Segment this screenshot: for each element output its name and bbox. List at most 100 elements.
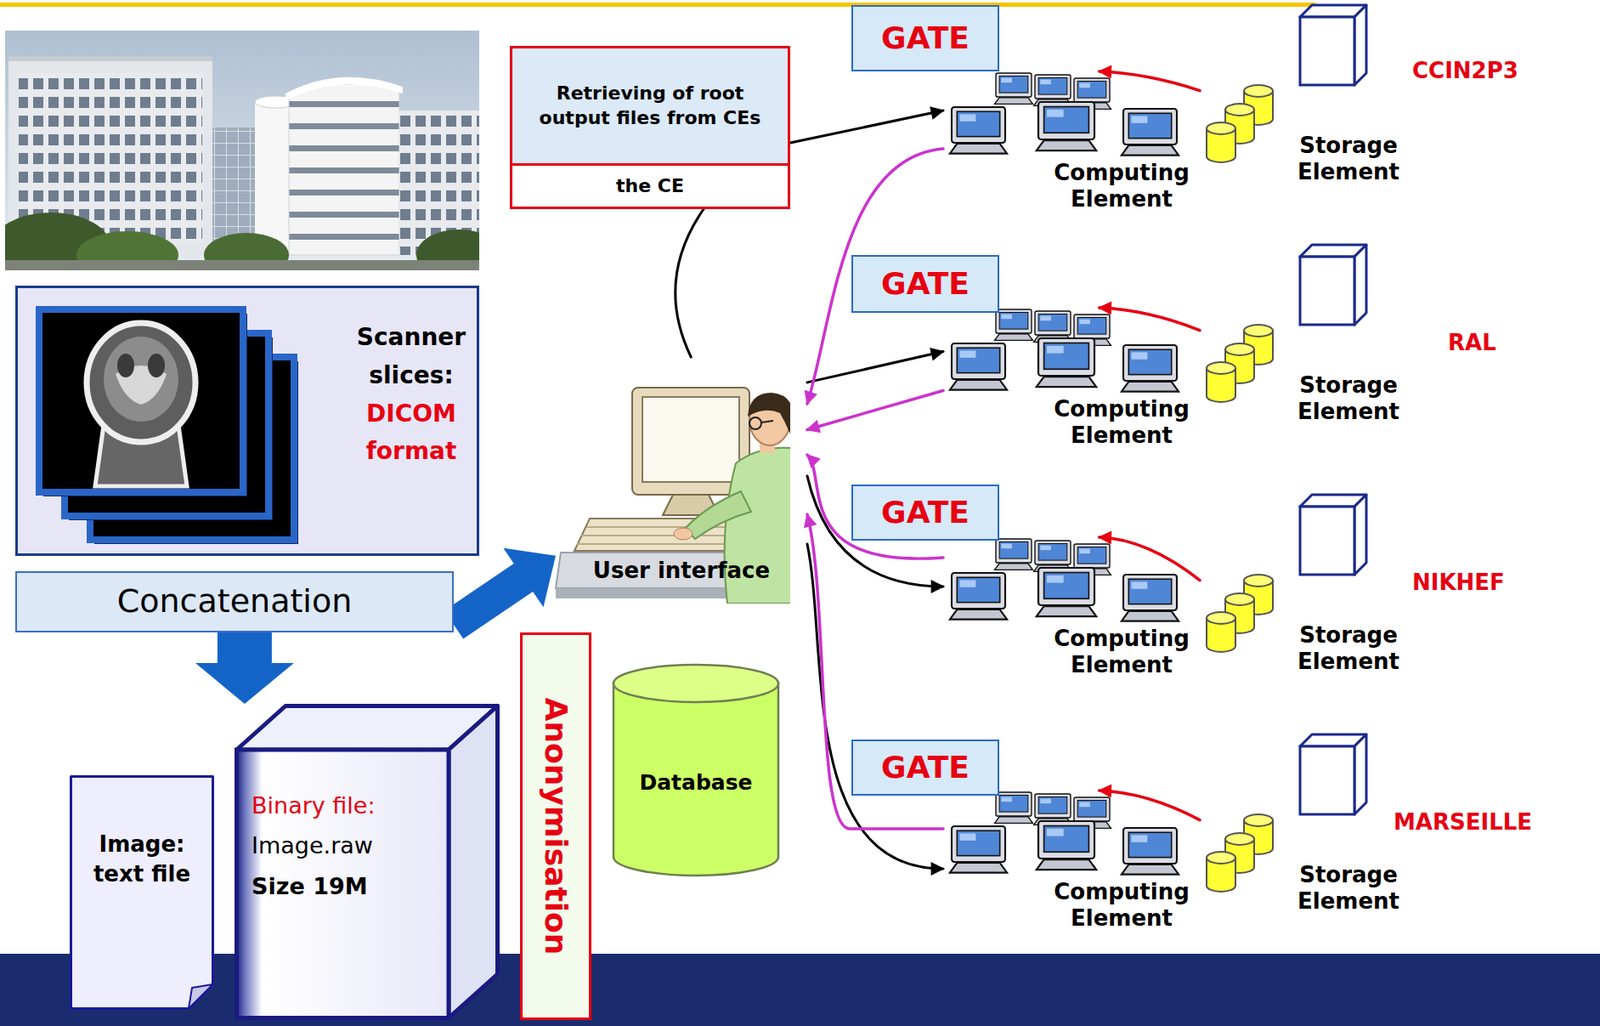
ct-slices (147, 353, 165, 378)
computing-element: Computing Element (943, 790, 1204, 947)
building-photo (285, 77, 403, 101)
computing-element: Computing Element (943, 537, 1204, 694)
node-text: Size 19M (251, 865, 442, 906)
node-text: GATE (881, 22, 970, 54)
text-group: Computing Element (1045, 878, 1199, 932)
ct-slices (86, 322, 196, 442)
ct-slices (15, 285, 480, 556)
node-text: Computing Element (1045, 878, 1199, 932)
software-box: GATE (851, 739, 1000, 796)
top-rule (0, 2, 1316, 7)
node-text: Computing Element (1045, 395, 1199, 449)
node-outline (188, 983, 214, 1009)
node-text: Anonymisation (540, 697, 572, 956)
storage-element: Storage Element (1199, 0, 1418, 189)
text-group: Storage Element (1284, 861, 1413, 915)
storage-element: Storage Element (1199, 239, 1418, 429)
node-text: GATE (881, 268, 970, 300)
text-group: Concatenation (16, 572, 453, 631)
connector (807, 390, 944, 430)
computing-element: Computing Element (943, 71, 1204, 228)
connector (1099, 537, 1200, 581)
building-photo (288, 79, 400, 255)
text-group: Storage Element (1284, 132, 1413, 186)
text-group: Computing Element (1045, 395, 1199, 449)
node-outline (69, 774, 215, 1010)
node-outline (234, 703, 500, 1020)
node-outline (71, 776, 214, 1009)
site-label: RAL (1447, 329, 1497, 357)
building-photo (5, 30, 480, 271)
node-text: Storage Element (1284, 861, 1413, 915)
node-text: GATE (881, 497, 970, 528)
connector (675, 209, 704, 357)
node-text: Scanner slices: (347, 318, 475, 396)
ct-slices (117, 353, 135, 378)
site-label: MARSEILLE (1393, 808, 1533, 836)
node-text: DICOM format (347, 395, 475, 472)
block-arrow (195, 632, 294, 704)
site-label: NIKHEF (1412, 569, 1505, 596)
process-box: Retrieving of root output files from CEs… (509, 45, 791, 210)
node-text: Retrieving of root output files from CEs (512, 48, 788, 166)
scanner-panel: Scanner slices:DICOM format (15, 285, 480, 556)
software-box: GATE (851, 484, 1000, 541)
user-workstation (576, 526, 742, 544)
site-label: CCIN2P3 (1412, 57, 1519, 85)
user-workstation (673, 527, 693, 540)
software-box: GATE (851, 254, 1000, 313)
node-outline (448, 706, 498, 1018)
text-group: GATE (853, 486, 998, 539)
node-text: Storage Element (1284, 372, 1413, 425)
node-text: Storage Element (1284, 621, 1413, 675)
storage-element: Storage Element (1199, 489, 1418, 679)
connector (1099, 307, 1200, 331)
connector (790, 110, 944, 143)
text-group: GATE (853, 256, 998, 311)
process-box: Concatenation (15, 571, 454, 633)
binary-file-cube: Binary file:Image.rawSize 19M (234, 703, 500, 1020)
user-workstation (747, 392, 791, 442)
building-photo (5, 260, 480, 271)
user-workstation (749, 417, 762, 430)
ct-slices (39, 309, 244, 492)
user-interface: User interface (555, 356, 808, 600)
connector (807, 351, 944, 383)
text-group: GATE (853, 740, 998, 794)
text-group: User interface (555, 557, 808, 584)
node-text: Database (611, 769, 781, 796)
node-text: Computing Element (1045, 625, 1199, 679)
node-outline (237, 749, 450, 1018)
text-group: Database (611, 769, 781, 796)
ct-slices (103, 336, 179, 422)
text-group: Storage Element (1284, 372, 1413, 425)
database-cylinder: Database (611, 662, 781, 877)
user-workstation (761, 420, 774, 423)
text-group: Computing Element (1045, 625, 1199, 679)
connector (1099, 790, 1200, 820)
text-group: Storage Element (1284, 621, 1413, 675)
computer-cluster (949, 538, 1179, 622)
node-outline (613, 664, 779, 702)
text-group: GATE (853, 6, 998, 70)
text-group: Binary file:Image.rawSize 19M (251, 785, 442, 906)
ct-slices (15, 285, 480, 556)
computer-cluster (949, 791, 1179, 875)
computing-element: Computing Element (943, 307, 1204, 464)
node-text: User interface (555, 557, 808, 584)
storage-element: Storage Element (1199, 729, 1418, 918)
connector (807, 543, 944, 869)
user-workstation (642, 396, 740, 482)
text-file-page: Image: text file (69, 774, 215, 1010)
node-text: Storage Element (1284, 132, 1413, 186)
block-arrow (444, 548, 556, 639)
node-text: Image: text file (91, 829, 193, 889)
node-text: Image.raw (251, 825, 442, 866)
software-box: GATE (851, 5, 1000, 72)
text-group: Image: text file (69, 829, 215, 889)
text-group: Computing Element (1045, 159, 1199, 213)
text-group: Anonymisation (522, 634, 589, 1018)
text-group: Scanner slices:DICOM format (347, 318, 475, 471)
computer-cluster (949, 73, 1179, 156)
